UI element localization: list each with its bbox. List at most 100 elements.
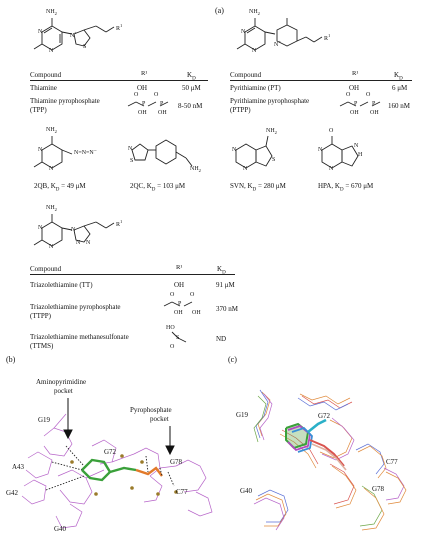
panel-b-rna-wireframe [21,413,213,529]
pyrithiamine-header-kd: KD [394,71,403,82]
residue-g19-b: G19 [38,416,51,424]
residue-g40-c: G40 [240,487,253,495]
svn-nh2-label: NH2 [266,128,277,136]
2qc-s-label: S [130,158,134,164]
panel-c-superposition [253,389,407,531]
pyrithiamine-row1-kd: 6 μM [392,84,408,92]
ttpp-pp-oh2: OH [192,310,201,316]
fragment-svn-caption: SVN, KD = 280 μM [230,182,286,193]
triazole-row2-compound-abbr: (TTPP) [30,312,51,320]
svn-n2-label: N [243,166,248,172]
panel-b-label: (b) [6,355,16,364]
2qb-nh2-label: NH2 [46,127,57,135]
triazole-row3-compound-abbr: (TTMS) [30,342,54,350]
residue-g19-c: G19 [236,411,249,419]
pyrithiamine-table-rule [230,80,412,81]
svn-n1-label: N [232,147,237,153]
2qb-n1-label: N [38,147,43,153]
residue-g78-b: G78 [170,458,183,466]
ptpp-pp-p2: P [372,101,376,107]
panel-b-ions [70,454,178,496]
residue-g78-c: G78 [372,485,385,493]
tt-triazole-n3-label: N [86,240,91,246]
pyrithiamine-nplus-label: N+ [274,39,281,48]
pyrithiamine-row1-compound: Pyrithiamine (PT) [230,84,281,92]
fragment-2qb-caption: 2QB, KD = 49 μM [34,182,86,193]
pyrophosphate-pocket-label: Pyrophosphate [130,406,172,414]
svn-s-label: S [272,157,276,163]
tpp-pp-p2: P [160,101,164,107]
svn-structure [235,135,273,169]
triazole-row1-compound: Triazolethiamine (TT) [30,281,93,289]
pyrithiamine-row1-r1: OH [349,84,360,92]
triazole-row2-kd: 370 nM [216,305,238,313]
tt-n3-label: N [49,244,54,250]
panel-c-label: (c) [228,355,237,364]
ptpp-pp-o2: O [366,92,371,98]
ttpp-pp-oh1: OH [174,310,183,316]
pyrithiamine-row2-kd: 160 nM [388,102,410,110]
thiamine-header-r1: R¹ [141,70,148,77]
ttms-o-label: O [170,344,175,350]
thiamine-structure [33,18,115,51]
fragment-hpa-caption: HPA, KD = 670 μM [318,182,374,193]
panel-a-label: (a) [215,6,224,15]
2qc-structure [131,139,193,167]
thiamine-r-label: R1 [116,23,123,32]
2qc-nh2-label: NH2 [190,166,201,174]
2qb-azide-label: N=N=N⁻ [74,150,97,156]
fragment-2qc-caption: 2QC, KD = 103 μM [130,182,186,193]
triazole-header-kd: KD [217,265,226,276]
triazole-row1-r1: OH [174,281,185,289]
residue-g72-c: G72 [318,412,331,420]
panel-b-hbonds [45,445,175,491]
pyrithiamine-n3-label: N [252,48,257,54]
triazole-header-r1: R¹ [176,264,183,271]
triazolethiamine-structure [33,214,115,247]
pyrophosphate-pocket-label-line2: pocket [150,415,169,423]
aminopyrimidine-pocket-label: Aminopyrimidine [36,378,87,386]
hpa-n1-label: N [318,147,323,153]
triazole-header-compound: Compound [30,265,62,273]
tt-triazole-n-label: N [71,227,76,233]
hpa-o-label: O [329,128,334,134]
ttpp-pyrophosphate-drawing [163,301,193,307]
hpa-nh-label: H [358,152,363,158]
tpp-pp-o2: O [154,92,159,98]
hpa-n2-label: N [329,166,334,172]
tpp-pp-oh2: OH [158,110,167,116]
triazole-row1-kd: 91 μM [216,281,235,289]
hpa-structure [321,136,359,169]
triazole-row3-compound: Triazolethiamine methanesulfonate [30,333,129,341]
thiamine-row2-compound-abbr: (TPP) [30,106,47,114]
thiamine-nh2-label: NH2 [46,9,57,17]
ptpp-pp-o1: O [346,92,351,98]
thiamine-n1-label: N [38,29,43,35]
2qb-structure [33,136,73,169]
thiamine-row1-r1: OH [137,84,148,92]
thiamine-table-rule [30,80,208,81]
pyrithiamine-nh2-label: NH2 [249,9,260,17]
triazole-row3-kd: ND [216,335,227,343]
2qb-n3-label: N [49,166,54,172]
panel-c-ligand-overlay [285,418,347,471]
tt-triazole-n2-label: N [76,240,81,246]
pyrithiamine-row2-compound-abbr: (PTPP) [230,106,251,114]
pyrithiamine-header-r1: R¹ [352,70,359,77]
ptpp-pp-oh2: OH [370,110,379,116]
residue-a43-b: A43 [12,463,25,471]
thiamine-s-label: S [83,44,87,50]
ttpp-pp-p1: P [178,301,182,307]
thiamine-n3-label: N [49,48,54,54]
thiamine-nplus-label: N+ [70,30,77,39]
pyrithiamine-row2-compound: Pyrithiamine pyrophosphate [230,97,310,105]
aminopyrimidine-pocket-label-line2: pocket [54,387,73,395]
thiamine-row2-kd: 8-50 nM [178,102,203,110]
residue-g42-b: G42 [6,489,19,497]
triazole-table-rule [30,274,235,275]
tpp-pp-oh1: OH [138,110,147,116]
triazole-row2-compound: Triazolethiamine pyrophosphate [30,303,121,311]
